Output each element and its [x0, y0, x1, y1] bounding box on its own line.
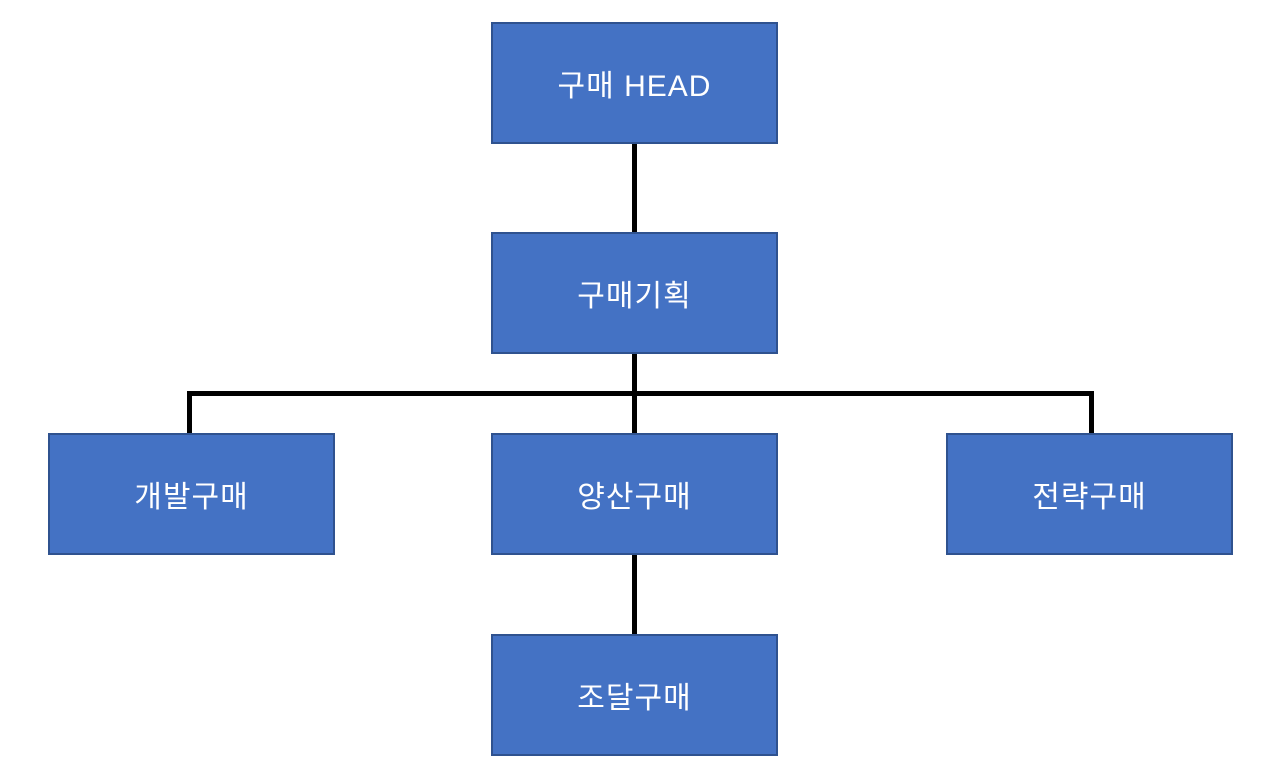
org-node-strategy: 전략구매 — [946, 433, 1233, 555]
connector-branch-horizontal — [187, 391, 1094, 396]
org-node-strategy-label: 전략구매 — [1032, 481, 1147, 514]
org-node-procurement: 조달구매 — [491, 634, 778, 756]
connector-mass-procurement — [632, 555, 637, 635]
org-node-planning: 구매기획 — [491, 232, 778, 354]
org-node-head-label: 구매 HEAD — [557, 70, 712, 103]
org-node-mass-label: 양산구매 — [577, 481, 692, 514]
org-node-procurement-label: 조달구매 — [577, 682, 692, 715]
org-node-dev: 개발구매 — [48, 433, 335, 555]
connector-planning-dev — [187, 394, 192, 434]
org-node-head: 구매 HEAD — [491, 22, 778, 144]
connector-planning-strategy — [1089, 394, 1094, 434]
connector-head-planning — [632, 144, 637, 233]
org-node-dev-label: 개발구매 — [134, 481, 249, 514]
org-node-mass: 양산구매 — [491, 433, 778, 555]
org-node-planning-label: 구매기획 — [577, 280, 692, 313]
